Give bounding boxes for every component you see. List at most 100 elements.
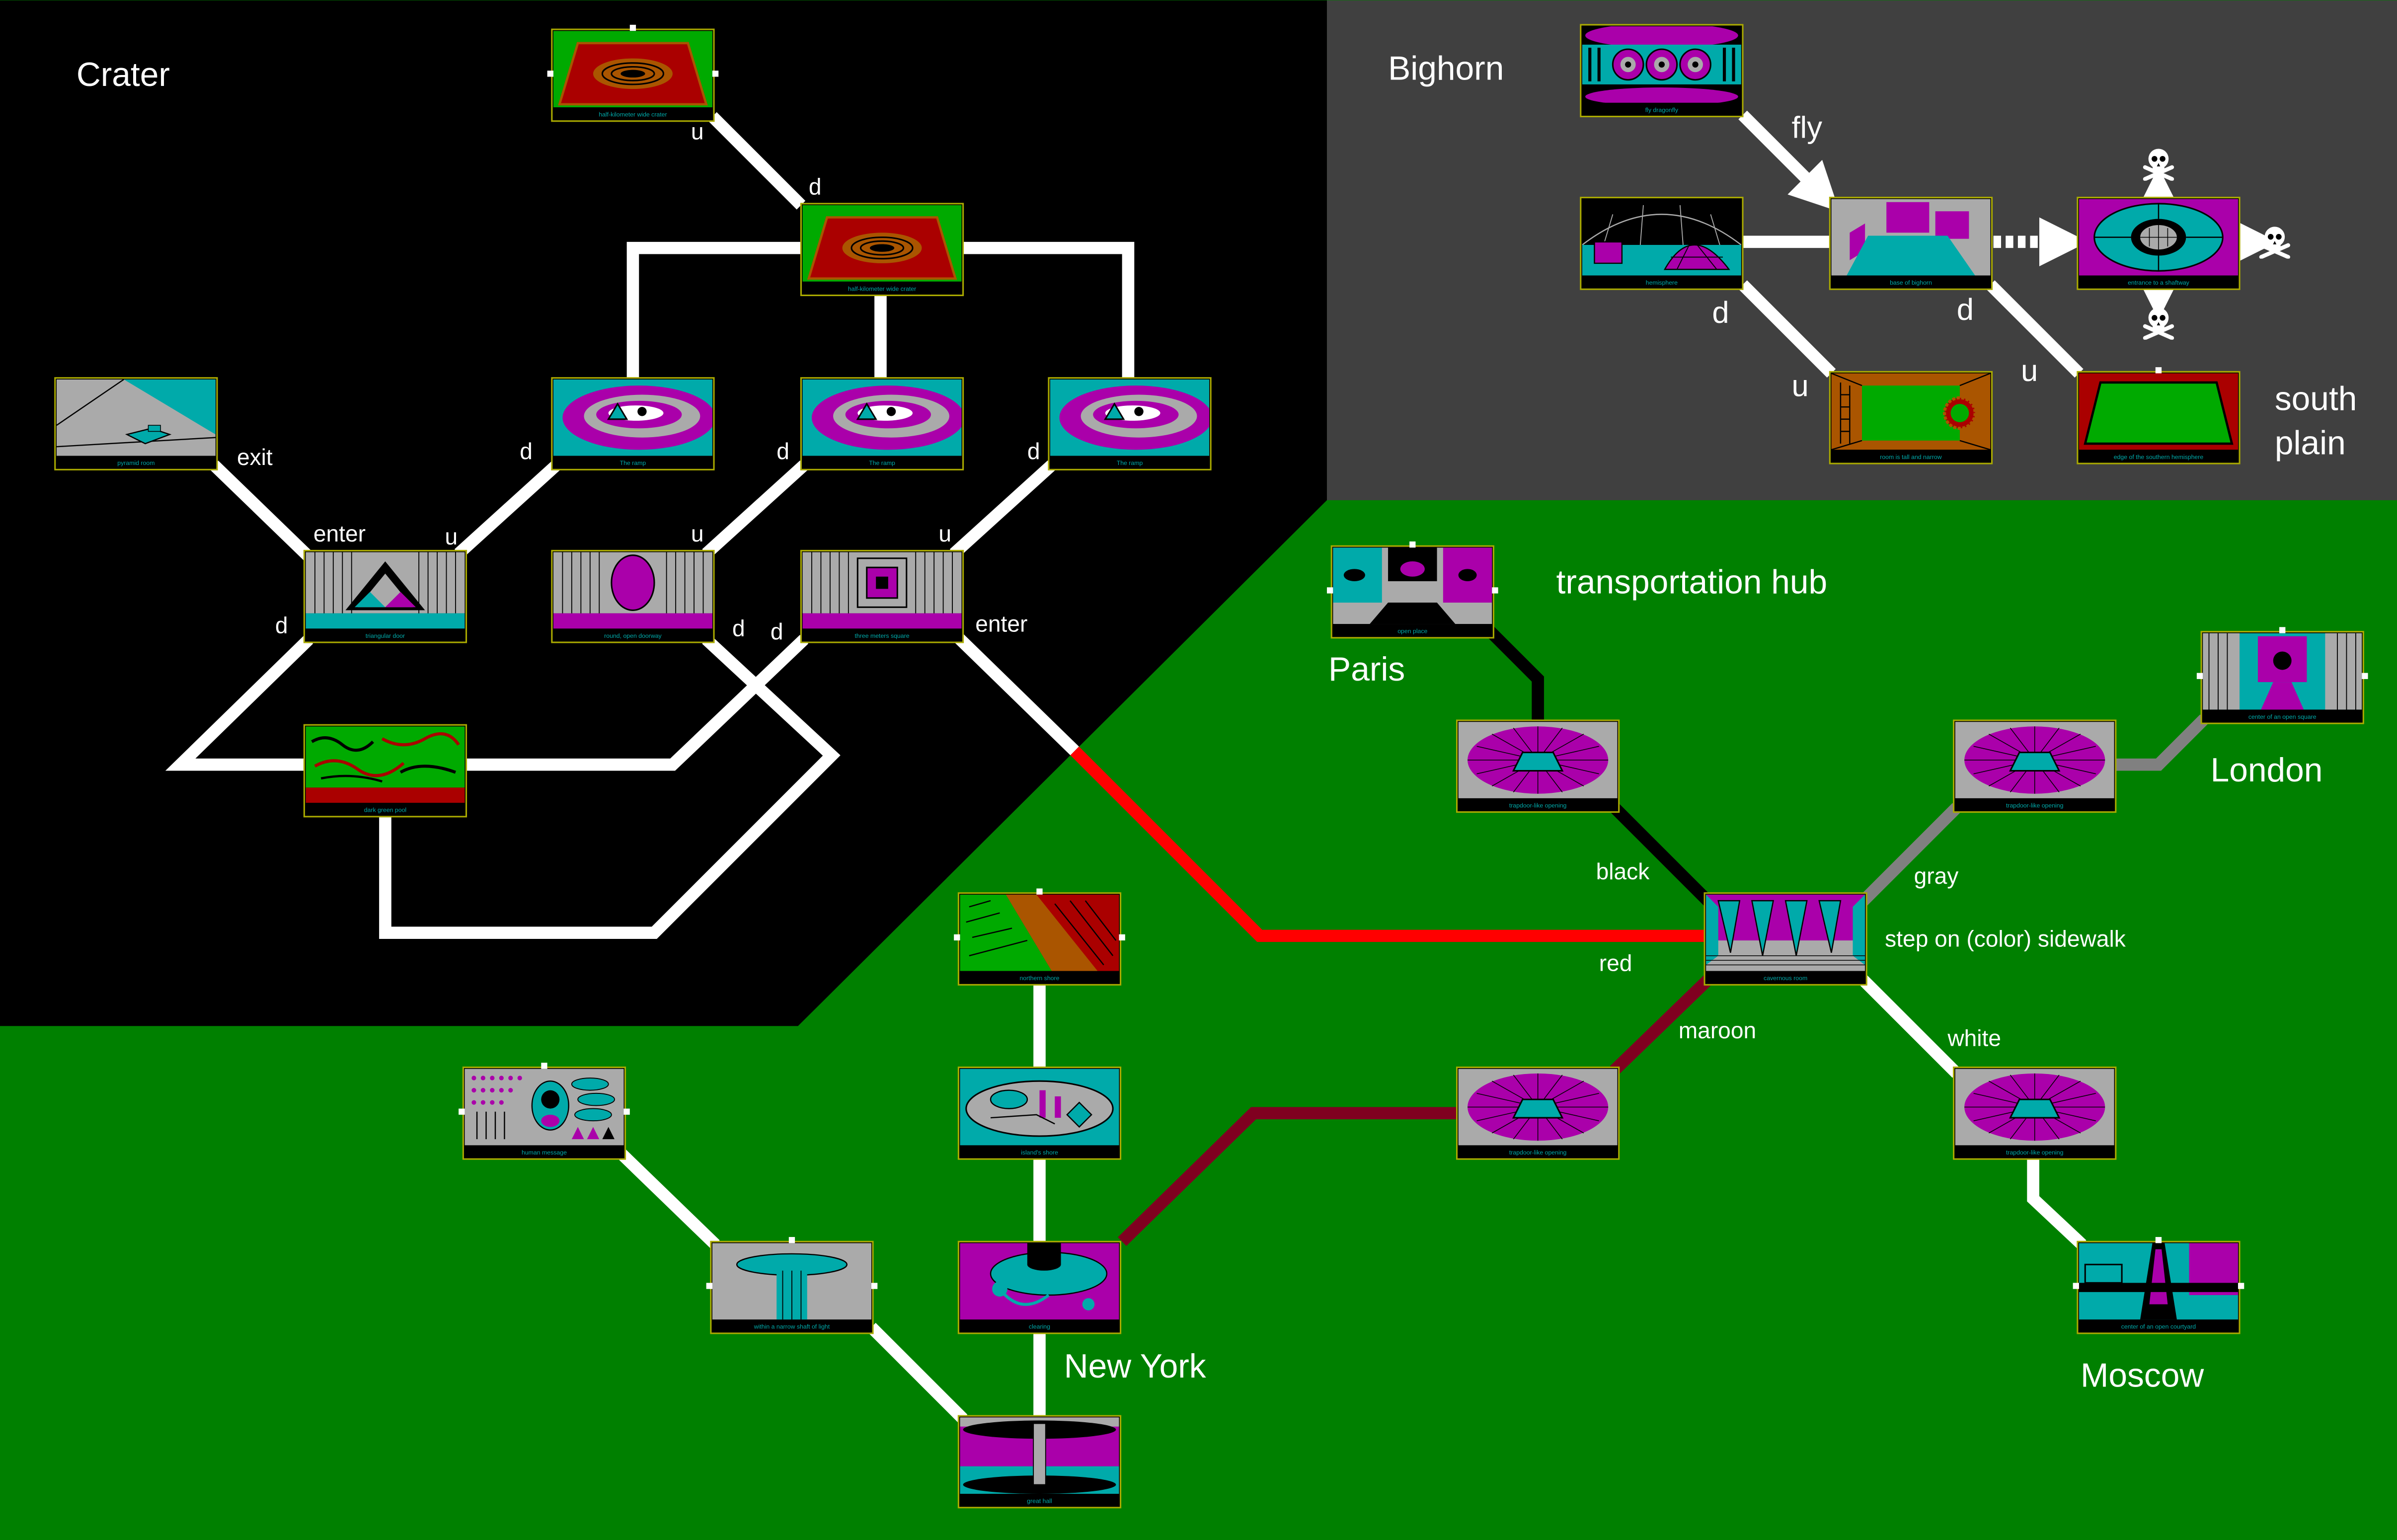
south-plain-label-1: south [2275,380,2357,417]
maroon-path [1610,974,1713,1075]
svg-text:center of an open square: center of an open square [2248,713,2317,720]
room-islands-shore: island's shore [957,1066,1122,1160]
room-crater-mid: half-kilometer wide crater [800,203,964,297]
crater-paths [165,112,1135,939]
svg-text:The ramp: The ramp [620,460,646,466]
svg-text:great hall: great hall [1027,1498,1052,1505]
london-label: London [2211,752,2323,789]
svg-text:d: d [809,173,822,199]
room-open-courtyard: center of an open courtyard [2077,1240,2241,1334]
svg-text:edge of the southern hemispher: edge of the southern hemisphere [2114,454,2204,461]
room-base-of-bighorn: base of bighorn [1829,197,1993,290]
svg-text:The ramp: The ramp [869,460,895,466]
south-plain-label-2: plain [2275,425,2346,462]
exit-markers [459,24,2368,1289]
svg-text:three meters square: three meters square [855,632,910,639]
room-open-place: open place [1330,545,1494,639]
svg-text:d: d [1957,293,1974,327]
svg-text:u: u [691,521,704,546]
svg-text:enter: enter [313,521,366,546]
svg-text:half-kilometer wide crater: half-kilometer wide crater [848,285,916,292]
room-clearing: clearing [957,1240,1122,1334]
bighorn-title: Bighorn [1388,50,1504,87]
room-hemisphere: hemisphere [1580,197,1744,290]
svg-text:step on (color) sidewalk: step on (color) sidewalk [1885,925,2126,951]
svg-text:trapdoor-like opening: trapdoor-like opening [1509,1149,1567,1156]
room-ramp-3: The ramp [1048,377,1212,470]
room-round-doorway: round, open doorway [551,549,715,643]
moscow-label: Moscow [2081,1357,2204,1394]
room-dark-green-pool: dark green pool [303,724,467,818]
room-trapdoor-maroon: trapdoor-like opening [1456,1066,1620,1160]
svg-text:d: d [520,438,533,464]
bighorn-edge-labels: fly d u d u [1712,111,2038,403]
svg-text:clearing: clearing [1029,1323,1050,1330]
room-trapdoor-black: trapdoor-like opening [1456,719,1620,813]
svg-text:pyramid room: pyramid room [117,460,155,466]
new-york-label: New York [1064,1348,1206,1385]
svg-text:round, open doorway: round, open doorway [604,632,662,639]
svg-text:d: d [771,618,783,644]
svg-text:dark green pool: dark green pool [364,807,406,814]
red-path [1070,746,1706,942]
room-human-message: human message [462,1066,626,1160]
room-northern-shore: northern shore [957,892,1122,986]
svg-text:open place: open place [1397,628,1427,635]
room-ramp-2: The ramp [800,377,964,470]
room-trapdoor-gray: trapdoor-like opening [1953,719,2117,813]
svg-text:fly dragonfly: fly dragonfly [1645,106,1679,113]
svg-text:red: red [1599,950,1632,976]
room-crater-top: half-kilometer wide crater [551,28,715,122]
svg-text:half-kilometer wide crater: half-kilometer wide crater [599,111,667,118]
svg-text:room is tall and narrow: room is tall and narrow [1880,454,1942,461]
svg-text:u: u [1791,369,1808,403]
room-southern-edge: edge of the southern hemisphere [2077,371,2241,464]
svg-text:center of an open courtyard: center of an open courtyard [2121,1323,2196,1330]
svg-text:fly: fly [1791,111,1822,145]
svg-text:d: d [732,616,745,641]
gray-path-2 [1857,803,1961,907]
svg-text:u: u [445,524,458,549]
room-tall-narrow: room is tall and narrow [1829,371,1993,464]
svg-text:d: d [776,438,789,464]
hub-paths [616,625,2209,1423]
svg-text:d: d [1027,438,1040,464]
svg-text:gray: gray [1914,863,1959,889]
hub-title: transportation hub [1556,564,1828,601]
hub-edge-labels: black gray red step on (color) sidewalk … [1596,858,2126,1051]
room-fly-dragonfly: fly dragonfly [1580,24,1744,118]
room-entrance-shaftway: entrance to a shaftway [2077,197,2241,290]
room-open-square: center of an open square [2200,630,2364,724]
svg-text:hemisphere: hemisphere [1646,279,1678,286]
svg-text:u: u [691,119,704,145]
crater-edge-labels: u d exit enter d u d u d u d d d enter [237,119,1040,644]
gray-path [2112,714,2209,771]
room-ramp-1: The ramp [551,377,715,470]
white-path [1857,974,1961,1078]
svg-text:u: u [2021,354,2038,388]
svg-text:triangular door: triangular door [366,632,405,639]
svg-text:entrance to a shaftway: entrance to a shaftway [2128,279,2190,286]
maroon-path-2 [1118,1107,1459,1246]
svg-text:trapdoor-like opening: trapdoor-like opening [1509,802,1567,809]
svg-text:enter: enter [975,611,1027,637]
svg-text:The ramp: The ramp [1117,460,1143,466]
svg-text:exit: exit [237,444,273,470]
room-trapdoor-white: trapdoor-like opening [1953,1066,2117,1160]
svg-text:within a narrow shaft of light: within a narrow shaft of light [754,1323,830,1330]
white-path-2 [2027,1155,2087,1249]
svg-text:white: white [1947,1025,2001,1051]
room-great-hall: great hall [957,1415,1122,1509]
svg-text:northern shore: northern shore [1019,975,1059,982]
room-thumbnails: half-kilometer wide crater half-kilomete… [54,24,2364,1509]
svg-text:d: d [1712,296,1729,330]
paris-label: Paris [1328,651,1405,688]
room-three-meters-square: three meters square [800,549,964,643]
black-path [1484,625,1544,722]
svg-text:human message: human message [522,1149,567,1156]
svg-text:island's shore: island's shore [1021,1149,1058,1156]
room-narrow-shaft-light: within a narrow shaft of light [710,1240,874,1334]
svg-text:base of bighorn: base of bighorn [1890,279,1932,286]
svg-text:u: u [938,521,951,546]
